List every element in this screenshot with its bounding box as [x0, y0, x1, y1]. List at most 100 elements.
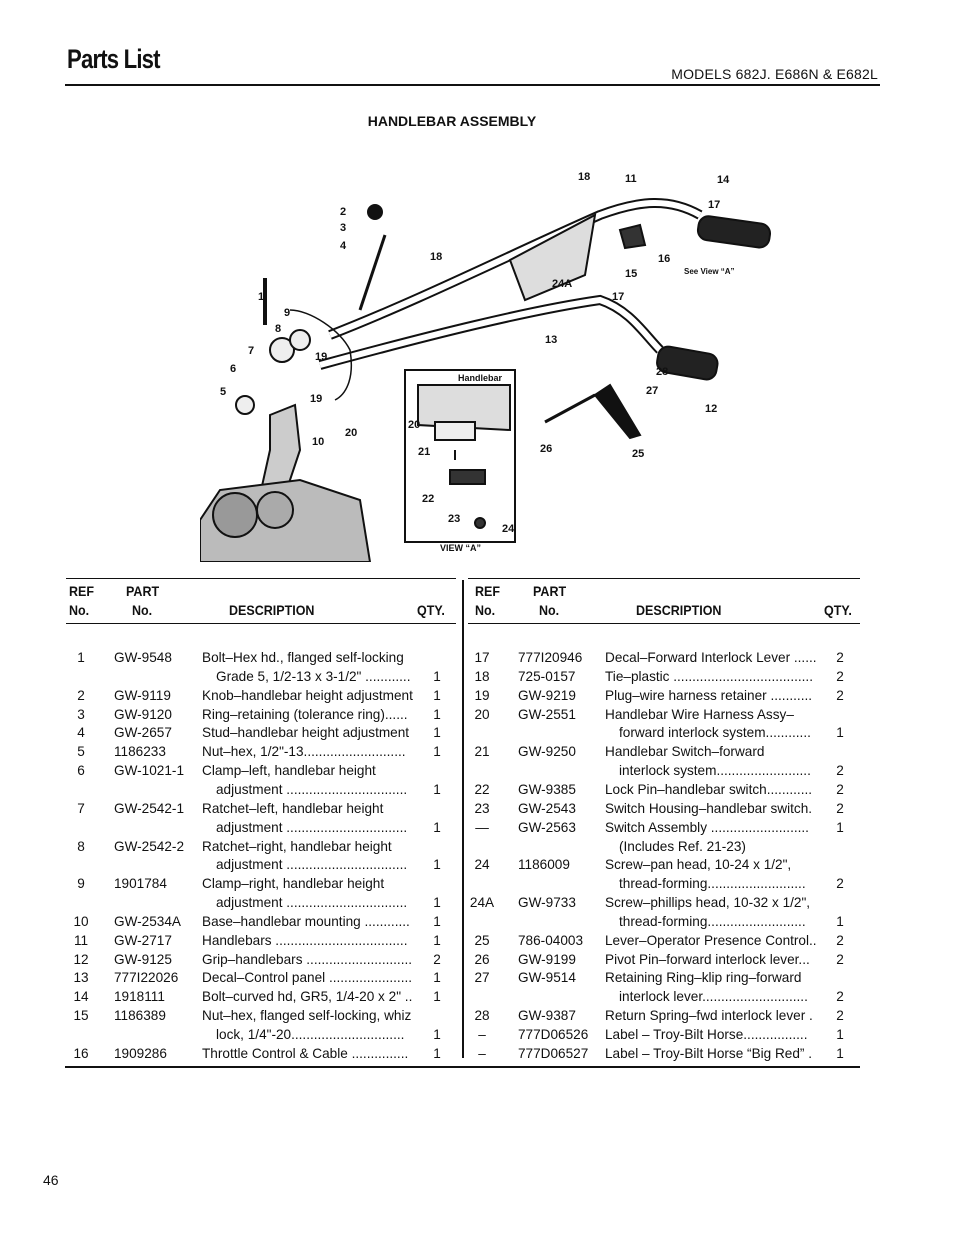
- description: Bolt–curved hd, GR5, 1/4-20 x 2" ..: [202, 989, 413, 1005]
- quantity: 1: [433, 819, 441, 835]
- inset-label: Handlebar: [458, 373, 503, 383]
- callout-6: 6: [230, 363, 236, 375]
- description: Throttle Control & Cable ...............: [202, 1045, 409, 1061]
- operator-presence-lever: [593, 383, 642, 440]
- part-number: 1918111: [114, 989, 165, 1005]
- upper-grip: [696, 215, 772, 249]
- ref-number: 26: [474, 951, 490, 967]
- quantity: 1: [836, 819, 844, 835]
- quantity: 2: [836, 650, 844, 665]
- quantity: 1: [433, 687, 441, 703]
- callout-25: 25: [632, 448, 644, 460]
- part-number: 777I20946: [518, 650, 583, 665]
- hdr-ref-1: REF: [69, 584, 95, 599]
- quantity: 1: [433, 932, 441, 948]
- hdr-ref-2-r: No.: [475, 603, 496, 618]
- callout-inset-24: 24: [502, 523, 515, 535]
- table-row: adjustment .............................…: [66, 857, 456, 876]
- quantity: 1: [433, 970, 441, 986]
- ref-number: 8: [77, 838, 85, 854]
- part-number: GW-2534A: [114, 913, 181, 929]
- part-number: GW-9514: [518, 970, 576, 986]
- description: Ring–retaining (tolerance ring)......: [202, 706, 408, 722]
- part-number: GW-9548: [114, 650, 172, 665]
- description: Label – Troy-Bilt Horse “Big Red” .: [605, 1045, 813, 1061]
- quantity: 1: [836, 725, 844, 741]
- hdr-description: DESCRIPTION: [229, 603, 315, 618]
- ref-number: 21: [474, 744, 490, 760]
- description: interlock lever.........................…: [619, 989, 808, 1005]
- see-view-label: See View “A”: [684, 267, 735, 276]
- hdr-ref-1-r: REF: [475, 584, 501, 599]
- quantity: 1: [433, 1045, 441, 1061]
- callout-20: 20: [345, 427, 357, 439]
- quantity: 1: [433, 725, 441, 741]
- quantity: 1: [433, 913, 441, 929]
- callout-18a: 18: [578, 171, 590, 183]
- quantity: 1: [433, 895, 441, 911]
- callout-18b: 18: [430, 251, 442, 263]
- ref-number: 17: [474, 650, 490, 665]
- description: adjustment .............................…: [216, 819, 408, 835]
- section-title: HANDLEBAR ASSEMBLY: [367, 113, 537, 129]
- quantity: 2: [433, 951, 441, 967]
- quantity: 1: [433, 706, 441, 722]
- hdr-ref-2: No.: [69, 603, 90, 618]
- part-number: GW-9199: [518, 951, 576, 967]
- description: Ratchet–right, handlebar height: [202, 838, 392, 854]
- hdr-part-2-r: No.: [539, 603, 560, 618]
- part-number: 1901784: [114, 876, 167, 892]
- description: (Includes Ref. 21-23): [619, 838, 746, 854]
- models-label: MODELS 682J. E686N & E682L: [671, 66, 878, 82]
- table-row: thread-forming..........................…: [468, 876, 860, 895]
- description: Label – Troy-Bilt Horse.................: [605, 1027, 808, 1042]
- callout-26: 26: [540, 443, 552, 455]
- description: Bolt–Hex hd., flanged self-locking: [202, 650, 404, 665]
- description: Clamp–right, handlebar height: [202, 876, 385, 892]
- table-row: adjustment .............................…: [66, 895, 456, 914]
- description: Screw–pan head, 10-24 x 1/2",: [605, 857, 792, 873]
- callout-24a: 24A: [552, 278, 572, 290]
- ref-number: 13: [73, 970, 89, 986]
- callout-8: 8: [275, 323, 281, 335]
- ref-number: 24A: [469, 895, 495, 911]
- table-row: interlock lever.........................…: [468, 989, 860, 1008]
- callout-17b: 17: [612, 291, 624, 303]
- description: lock, 1/4"-20...........................…: [216, 1027, 405, 1042]
- knob: [367, 204, 383, 220]
- description: adjustment .............................…: [216, 781, 408, 797]
- description: Stud–handlebar height adjustment: [202, 725, 410, 741]
- column-separator: [462, 580, 464, 1058]
- part-number: GW-2563: [518, 819, 576, 835]
- description: Grade 5, 1/2-13 x 3-1/2" ............: [216, 668, 411, 684]
- ref-number: 19: [474, 687, 490, 703]
- table-bottom-rule: [65, 1066, 860, 1068]
- ref-number: 23: [474, 800, 490, 816]
- quantity: 2: [836, 668, 844, 684]
- part-number: GW-2543: [518, 800, 576, 816]
- ref-number: –: [478, 1045, 486, 1061]
- description: thread-forming..........................: [619, 876, 806, 892]
- hdr-qty-r: QTY.: [824, 603, 852, 618]
- part-number: GW-9119: [114, 687, 171, 703]
- quantity: 1: [836, 1027, 844, 1042]
- ref-number: 24: [474, 857, 490, 873]
- hdr-part-1-r: PART: [533, 584, 567, 599]
- callout-9: 9: [284, 307, 290, 319]
- description: Decal–Forward Interlock Lever ......: [605, 650, 817, 665]
- quantity: 2: [836, 687, 844, 703]
- hdr-description-r: DESCRIPTION: [636, 603, 722, 618]
